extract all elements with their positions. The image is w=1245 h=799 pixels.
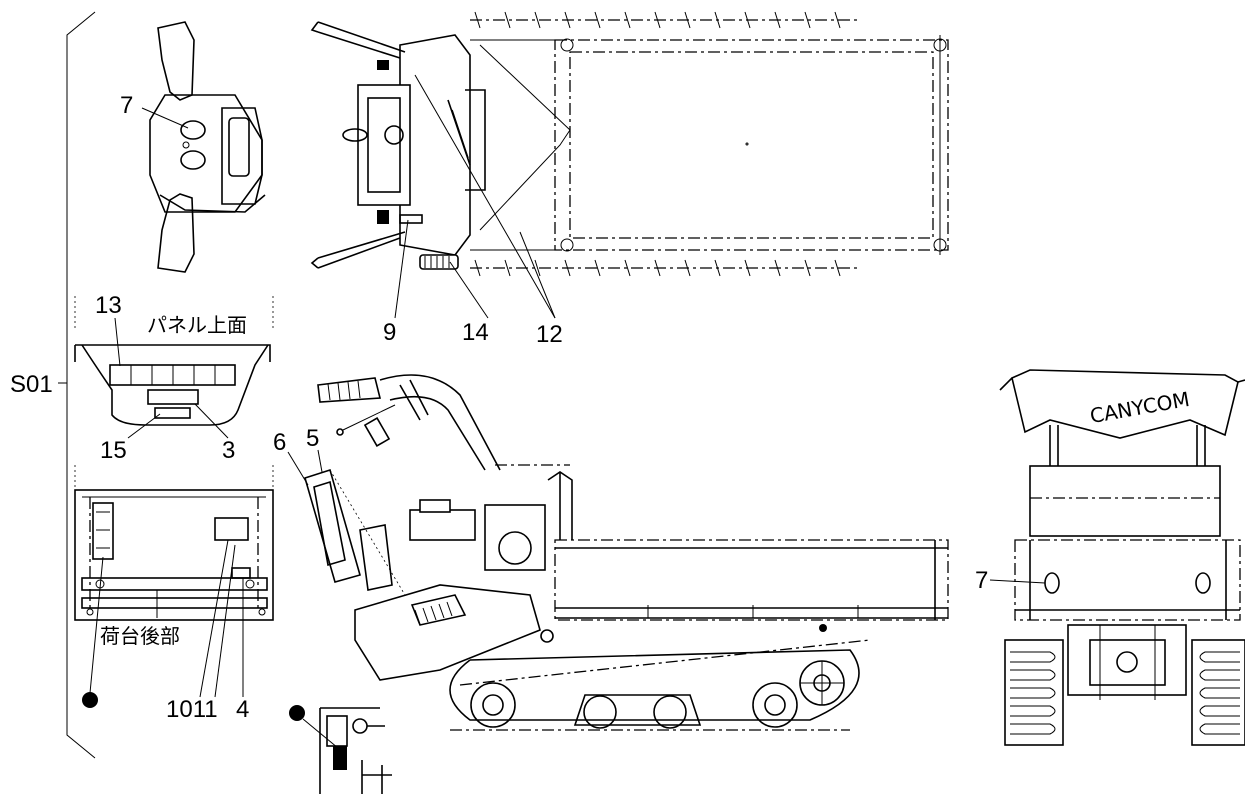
callout-6: 6 xyxy=(273,429,286,456)
brand-logo-text: CANYCOM xyxy=(1088,387,1191,428)
label-panel-top: パネル上面 xyxy=(147,313,247,337)
leader-9 xyxy=(394,219,409,319)
callout-9: 9 xyxy=(383,319,396,346)
leader-10 xyxy=(199,539,229,698)
leader-7-right xyxy=(989,579,1046,584)
group-bracket xyxy=(66,11,96,759)
leader-rear-bed xyxy=(89,556,104,694)
leader-13 xyxy=(114,317,121,367)
leader-12a xyxy=(414,74,556,319)
callout-12: 12 xyxy=(536,321,563,348)
leader-11 xyxy=(214,544,236,698)
leader-7-top xyxy=(141,107,189,129)
panel-top-view xyxy=(74,296,274,426)
callout-1011: 1011 xyxy=(166,696,218,723)
leader-14 xyxy=(449,261,489,319)
carrier-side-view xyxy=(304,374,949,731)
callout-7-top: 7 xyxy=(120,92,133,119)
carrier-rear-view xyxy=(999,369,1245,746)
group-label-s01: S01 xyxy=(10,371,53,398)
leader-12b xyxy=(519,231,556,319)
callout-15: 15 xyxy=(100,437,127,464)
callout-13: 13 xyxy=(95,292,122,319)
leader-3 xyxy=(194,403,229,439)
callout-14: 14 xyxy=(462,319,489,346)
detail-inset xyxy=(289,705,392,794)
reference-dot-left xyxy=(82,692,98,708)
leader-15 xyxy=(127,413,161,439)
callout-7-right: 7 xyxy=(975,567,988,594)
callout-3: 3 xyxy=(222,437,235,464)
carrier-top-view xyxy=(310,11,949,277)
callout-4: 4 xyxy=(236,696,249,723)
label-rear-bed: 荷台後部 xyxy=(100,624,180,648)
callout-5: 5 xyxy=(306,425,319,452)
leader-5 xyxy=(317,449,323,473)
leader-6 xyxy=(287,451,309,486)
rear-bed-view xyxy=(74,465,274,621)
handle-top-view xyxy=(149,21,266,273)
